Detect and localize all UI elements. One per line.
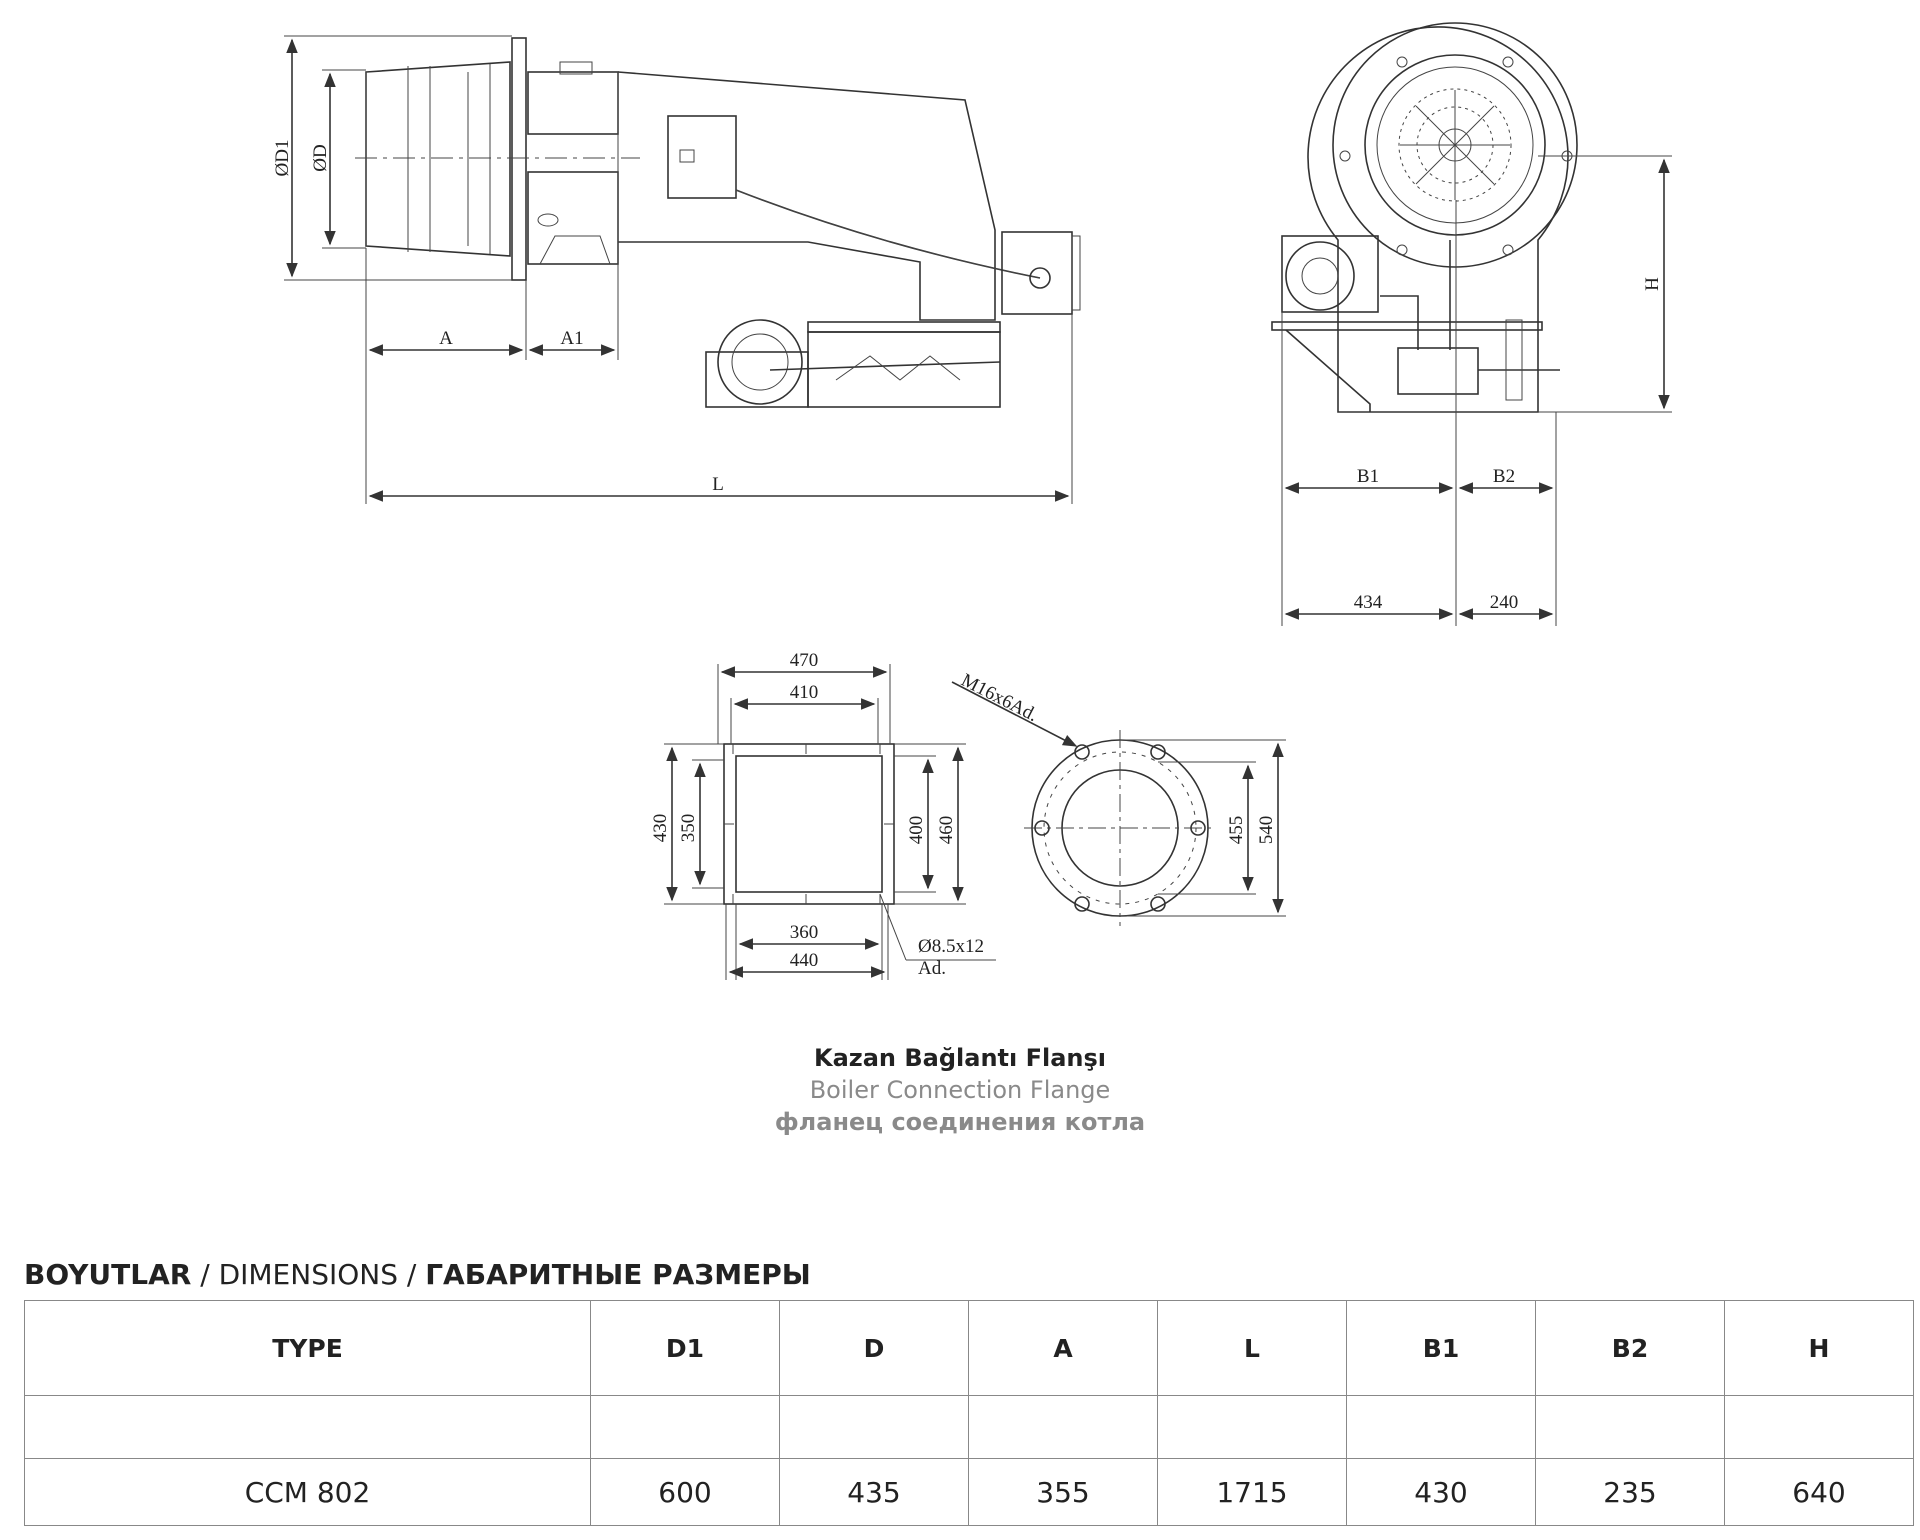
col-type: TYPE — [24, 1300, 591, 1396]
col-b1: B1 — [1346, 1300, 1536, 1396]
label-b1: B1 — [1357, 466, 1379, 487]
label-hole-square-ad: Ad. — [918, 958, 946, 979]
label-od: ØD — [310, 144, 331, 171]
table-header-row: TYPE D1 D A L B1 B2 H — [24, 1300, 1914, 1396]
front-view: H B1 B2 434 240 — [1271, 22, 1672, 626]
caption-english: Boiler Connection Flange — [809, 1076, 1111, 1104]
cell-d: 435 — [779, 1458, 969, 1526]
label-460: 460 — [936, 816, 957, 845]
cell-h: 640 — [1724, 1458, 1914, 1526]
label-350: 350 — [678, 814, 699, 843]
cell-type: CCM 802 — [24, 1458, 591, 1526]
heading-english: DIMENSIONS — [218, 1258, 398, 1291]
label-hole-square: Ø8.5x12 — [918, 936, 984, 957]
label-a1: A1 — [560, 328, 583, 349]
cell-b1: 430 — [1346, 1458, 1536, 1526]
table-row: CCM 802 600 435 355 1715 430 235 640 — [24, 1458, 1914, 1526]
col-b2: B2 — [1535, 1300, 1725, 1396]
label-440: 440 — [790, 950, 819, 971]
col-d1: D1 — [590, 1300, 780, 1396]
label-a: A — [439, 328, 453, 349]
heading-separator: / — [191, 1258, 219, 1291]
heading-turkish: BOYUTLAR — [24, 1258, 192, 1291]
col-h: H — [1724, 1300, 1914, 1396]
col-l: L — [1157, 1300, 1347, 1396]
label-540: 540 — [1256, 816, 1277, 845]
dimensions-table: TYPE D1 D A L B1 B2 H CCM 802 600 435 35… — [24, 1300, 1914, 1526]
label-240: 240 — [1490, 592, 1519, 613]
side-view: ØD1 ØD A A1 L — [272, 35, 1081, 504]
table-spacer-row — [24, 1395, 1914, 1459]
label-l: L — [712, 474, 724, 495]
label-400: 400 — [906, 816, 927, 845]
col-a: A — [968, 1300, 1158, 1396]
label-360: 360 — [790, 922, 819, 943]
label-455: 455 — [1226, 816, 1247, 845]
round-flange-view: M16x6Ad. 455 540 — [951, 670, 1286, 926]
label-410: 410 — [790, 682, 819, 703]
square-flange-view: 470 410 430 350 400 460 360 440 Ø — [650, 650, 996, 980]
caption-russian: фланец соединения котла — [774, 1108, 1146, 1136]
cell-a: 355 — [968, 1458, 1158, 1526]
heading-russian: ГАБАРИТНЫЕ РАЗМЕРЫ — [425, 1258, 811, 1291]
label-thread: M16x6Ad. — [958, 670, 1041, 726]
label-430: 430 — [650, 814, 671, 843]
cell-l: 1715 — [1157, 1458, 1347, 1526]
label-od1: ØD1 — [272, 140, 293, 177]
table-heading: BOYUTLAR / DIMENSIONS / ГАБАРИТНЫЕ РАЗМЕ… — [24, 1258, 811, 1291]
label-470: 470 — [790, 650, 819, 671]
label-h: H — [1642, 277, 1663, 291]
label-b2: B2 — [1493, 466, 1515, 487]
heading-separator: / — [397, 1258, 426, 1291]
col-d: D — [779, 1300, 969, 1396]
caption-turkish: Kazan Bağlantı Flanşı — [813, 1044, 1107, 1072]
label-434: 434 — [1354, 592, 1383, 613]
cell-b2: 235 — [1535, 1458, 1725, 1526]
cell-d1: 600 — [590, 1458, 780, 1526]
